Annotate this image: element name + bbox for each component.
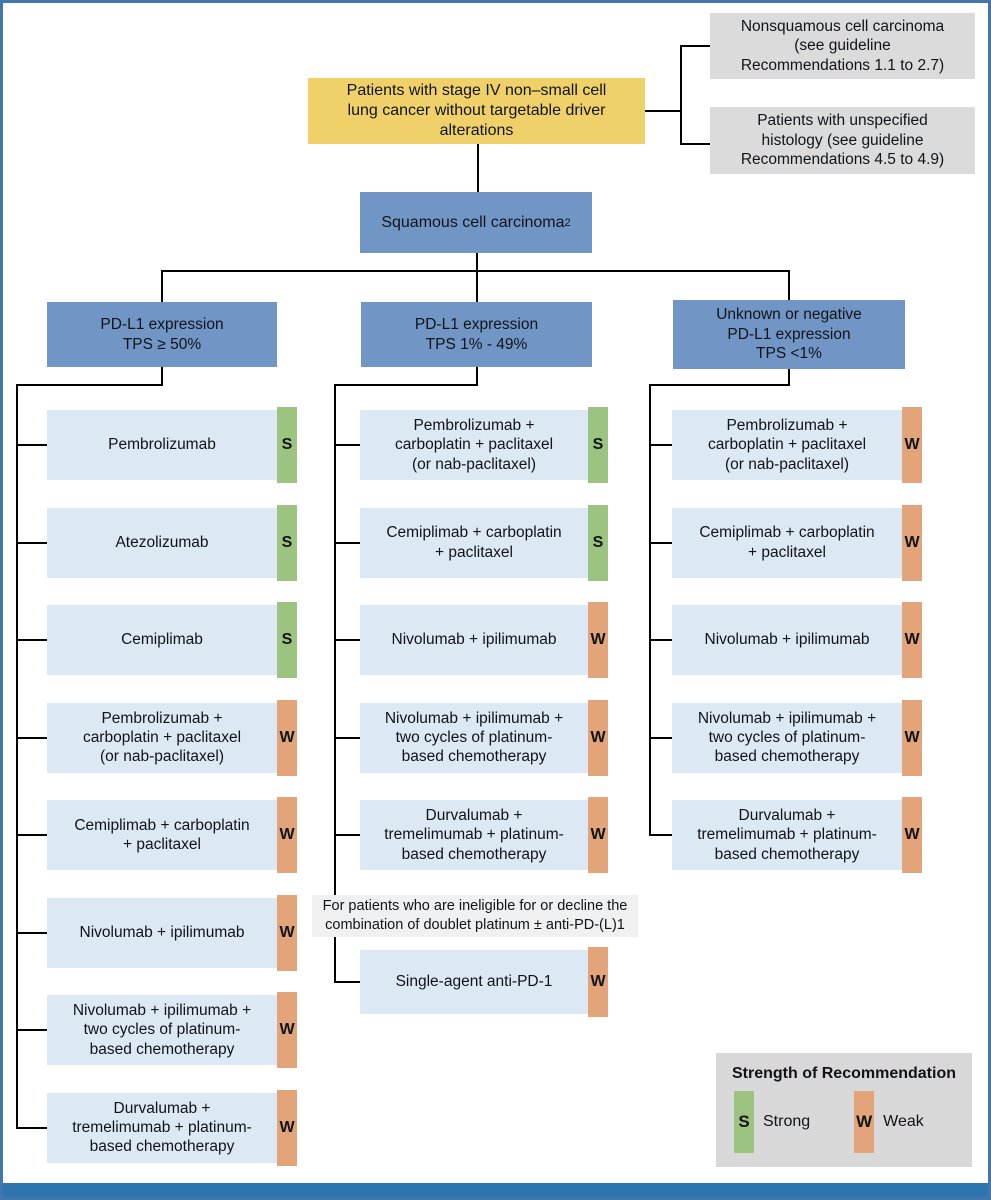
- treatment-box: Nivolumab + ipilimumab W: [17, 894, 297, 971]
- connector-line: [334, 384, 336, 983]
- connector-line: [680, 45, 682, 145]
- treatment-box: Cemiplimab + carboplatin + paclitaxel S: [334, 504, 608, 581]
- legend-items: S Strong W Weak: [716, 1091, 972, 1153]
- strength-badge: S: [277, 504, 297, 581]
- strength-badge: W: [277, 797, 297, 873]
- treatment-label: Nivolumab + ipilimumab: [672, 605, 902, 675]
- treatment-box: Pembrolizumab + carboplatin + paclitaxel…: [334, 407, 608, 483]
- strength-badge: W: [277, 699, 297, 776]
- connector-line: [161, 270, 790, 272]
- legend-item: W Weak: [854, 1091, 924, 1153]
- connector-line: [788, 271, 790, 300]
- connector-line: [16, 384, 18, 1129]
- connector-line: [476, 253, 478, 271]
- strength-badge: W: [277, 1089, 297, 1166]
- column-header-tps-unknown-negative: Unknown or negative PD-L1 expression TPS…: [673, 300, 905, 369]
- treatment-box: Cemiplimab S: [17, 602, 297, 678]
- strength-badge: W: [902, 797, 922, 873]
- connector-line: [334, 384, 478, 386]
- treatment-label: Nivolumab + ipilimumab: [47, 897, 277, 968]
- treatment-label: Cemiplimab + carboplatin + paclitaxel: [360, 507, 588, 578]
- connector-line: [476, 271, 478, 302]
- legend-swatch: W: [854, 1091, 875, 1153]
- strength-badge: W: [588, 797, 608, 873]
- connector-line: [161, 367, 163, 385]
- connector-line: [16, 384, 163, 386]
- treatment-column-tps-unknown-negative: Pembrolizumab + carboplatin + paclitaxel…: [649, 407, 922, 873]
- treatment-box: Nivolumab + ipilimumab + two cycles of p…: [649, 699, 922, 776]
- connector-line: [680, 143, 710, 145]
- referral-node-unspecified-histology: Patients with unspecified histology (see…: [710, 107, 975, 174]
- connector-line: [788, 369, 790, 385]
- connector-line: [477, 144, 479, 192]
- bottom-accent-bar: [0, 1183, 991, 1200]
- histology-label: Squamous cell carcinoma: [381, 213, 565, 231]
- referral-node-nonsquamous: Nonsquamous cell carcinoma (see guidelin…: [710, 13, 975, 79]
- treatment-label: Pembrolizumab + carboplatin + paclitaxel…: [672, 410, 902, 480]
- treatment-box: Nivolumab + ipilimumab W: [649, 602, 922, 678]
- legend-item-label: Weak: [883, 1113, 924, 1130]
- strength-badge: W: [277, 894, 297, 971]
- treatment-label: Pembrolizumab + carboplatin + paclitaxel…: [360, 410, 588, 480]
- treatment-box: Cemiplimab + carboplatin + paclitaxel W: [649, 504, 922, 581]
- connector-line: [649, 384, 651, 836]
- treatment-column-tps-1-49: Pembrolizumab + carboplatin + paclitaxel…: [334, 407, 608, 873]
- connector-line: [476, 367, 478, 385]
- strength-badge: W: [588, 699, 608, 776]
- treatment-label: Cemiplimab + carboplatin + paclitaxel: [47, 800, 277, 870]
- treatment-label: Atezolizumab: [47, 507, 277, 578]
- treatment-label: Cemiplimab: [47, 605, 277, 675]
- column-header-tps-1-49: PD-L1 expression TPS 1% - 49%: [361, 302, 592, 367]
- eligibility-note: For patients who are ineligible for or d…: [312, 895, 638, 937]
- legend-item-label: Strong: [763, 1113, 811, 1130]
- treatment-label: Nivolumab + ipilimumab + two cycles of p…: [672, 702, 902, 773]
- treatment-label: Nivolumab + ipilimumab + two cycles of p…: [47, 995, 277, 1065]
- strength-badge: W: [588, 947, 608, 1017]
- treatment-box: Atezolizumab S: [17, 504, 297, 581]
- treatment-box: Cemiplimab + carboplatin + paclitaxel W: [17, 797, 297, 873]
- strength-badge: S: [277, 407, 297, 483]
- strength-badge: W: [902, 407, 922, 483]
- root-node: Patients with stage IV non–small cell lu…: [308, 78, 645, 144]
- legend: Strength of Recommendation S Strong W We…: [716, 1053, 972, 1167]
- treatment-column-tps-ge-50: Pembrolizumab S Atezolizumab S Cemiplima…: [17, 407, 297, 1166]
- legend-item: S Strong: [734, 1091, 810, 1153]
- strength-badge: S: [588, 504, 608, 581]
- column-header-tps-ge-50: PD-L1 expression TPS ≥ 50%: [47, 302, 277, 367]
- treatment-label: Pembrolizumab + carboplatin + paclitaxel…: [47, 702, 277, 773]
- treatment-label: Pembrolizumab: [47, 410, 277, 480]
- treatment-box: Nivolumab + ipilimumab + two cycles of p…: [334, 699, 608, 776]
- treatment-label: Nivolumab + ipilimumab: [360, 605, 588, 675]
- legend-title: Strength of Recommendation: [731, 1065, 956, 1082]
- strength-badge: W: [902, 602, 922, 678]
- treatment-box: Single-agent anti-PD-1 W: [334, 947, 608, 1017]
- connector-line: [645, 110, 681, 112]
- strength-badge: S: [588, 407, 608, 483]
- treatment-label: Durvalumab + tremelimumab + platinum- ba…: [47, 1092, 277, 1163]
- treatment-box: Pembrolizumab + carboplatin + paclitaxel…: [649, 407, 922, 483]
- treatment-box: Nivolumab + ipilimumab + two cycles of p…: [17, 992, 297, 1068]
- strength-badge: W: [902, 504, 922, 581]
- treatment-box: Pembrolizumab S: [17, 407, 297, 483]
- strength-badge: W: [588, 602, 608, 678]
- strength-badge: W: [902, 699, 922, 776]
- strength-badge: S: [277, 602, 297, 678]
- treatment-label: Single-agent anti-PD-1: [360, 950, 588, 1014]
- treatment-label: Durvalumab + tremelimumab + platinum- ba…: [360, 800, 588, 870]
- treatment-label: Cemiplimab + carboplatin + paclitaxel: [672, 507, 902, 578]
- treatment-box: Durvalumab + tremelimumab + platinum- ba…: [334, 797, 608, 873]
- treatment-box: Durvalumab + tremelimumab + platinum- ba…: [17, 1089, 297, 1166]
- connector-line: [649, 384, 790, 386]
- treatment-box: Pembrolizumab + carboplatin + paclitaxel…: [17, 699, 297, 776]
- treatment-label: Durvalumab + tremelimumab + platinum- ba…: [672, 800, 902, 870]
- treatment-box: Durvalumab + tremelimumab + platinum- ba…: [649, 797, 922, 873]
- treatment-label: Nivolumab + ipilimumab + two cycles of p…: [360, 702, 588, 773]
- strength-badge: W: [277, 992, 297, 1068]
- legend-swatch: S: [734, 1091, 754, 1153]
- connector-line: [161, 271, 163, 302]
- treatment-box: Nivolumab + ipilimumab W: [334, 602, 608, 678]
- connector-line: [680, 45, 710, 47]
